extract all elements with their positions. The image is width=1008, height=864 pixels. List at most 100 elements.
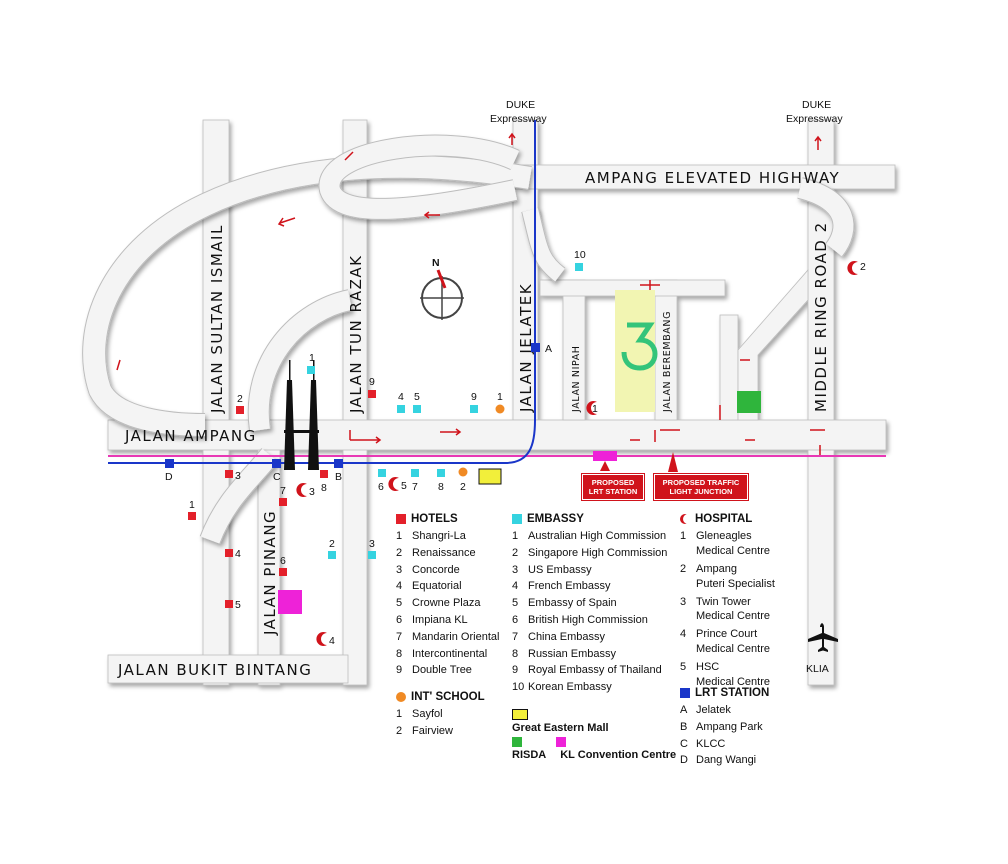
svg-text:9: 9 xyxy=(369,376,375,388)
traffic-notice-pointer xyxy=(668,452,678,472)
hospital-legend-icon xyxy=(680,514,690,524)
proposed-traffic-notice: PROPOSED TRAFFIC LIGHT JUNCTION xyxy=(653,473,749,501)
embassy-numbers: 1 2 3 4 5 6 7 8 9 10 xyxy=(309,249,586,550)
label-ampang-elevated-highway: AMPANG ELEVATED HIGHWAY xyxy=(585,169,840,187)
lrt-line xyxy=(108,120,536,464)
svg-text:2: 2 xyxy=(237,393,243,405)
school-number-2: 2 xyxy=(460,481,466,493)
mall-legend-icon xyxy=(512,709,528,720)
school-marker-1 xyxy=(495,404,505,414)
school-marker-2 xyxy=(458,467,468,477)
label-jalan-jelatek: JALAN JELATEK xyxy=(517,283,535,413)
hospital-markers xyxy=(296,261,858,647)
convention-legend-icon xyxy=(556,736,566,747)
label-jalan-bukit-bintang: JALAN BUKIT BINTANG xyxy=(117,661,312,679)
highway-loops xyxy=(82,134,855,545)
svg-text:1: 1 xyxy=(309,352,315,364)
svg-text:6: 6 xyxy=(280,555,286,567)
lrt-notice-pointer xyxy=(600,461,610,471)
airplane-icon xyxy=(808,623,838,652)
svg-text:7: 7 xyxy=(280,485,286,497)
lrt-label-d: D xyxy=(165,471,173,483)
duke-label-1: DUKE xyxy=(506,99,535,111)
site-logo xyxy=(621,322,658,371)
proposed-lrt-station-notice: PROPOSED LRT STATION xyxy=(581,473,645,501)
label-jalan-sultan-ismail: JALAN SULTAN ISMAIL xyxy=(208,224,226,414)
duke-label-2b: Expressway xyxy=(786,113,843,125)
hospital-numbers: 1 2 3 4 5 xyxy=(309,261,866,647)
label-jalan-tun-razak: JALAN TUN RAZAK xyxy=(347,255,365,414)
svg-text:3: 3 xyxy=(235,470,241,482)
twin-towers-icon xyxy=(284,360,319,470)
label-middle-ring-road-2: MIDDLE RING ROAD 2 xyxy=(812,221,830,412)
kl-convention-centre-marker xyxy=(278,590,302,614)
duke-label-2: DUKE xyxy=(802,99,831,111)
embassy-legend-icon xyxy=(512,514,522,524)
svg-text:1: 1 xyxy=(592,403,598,415)
svg-text:5: 5 xyxy=(401,480,407,492)
svg-text:10: 10 xyxy=(574,249,586,261)
road-jalan-ampang xyxy=(107,419,887,451)
school-number-1: 1 xyxy=(497,391,503,403)
svg-text:4: 4 xyxy=(329,635,335,647)
svg-text:5: 5 xyxy=(414,391,420,403)
road-connector-east xyxy=(719,314,739,421)
hotel-legend-icon xyxy=(396,514,406,524)
label-jalan-berembang: JALAN BEREMBANG xyxy=(662,311,673,413)
lrt-markers xyxy=(165,343,540,468)
risda-legend-icon xyxy=(512,736,522,747)
duke-label-1b: Expressway xyxy=(490,113,547,125)
lrt-label-c: C xyxy=(273,471,281,483)
svg-text:2: 2 xyxy=(329,538,335,550)
lrt-label-b: B xyxy=(335,471,342,483)
svg-text:4: 4 xyxy=(398,391,404,403)
risda-marker xyxy=(737,391,761,413)
svg-text:3: 3 xyxy=(309,486,315,498)
svg-text:5: 5 xyxy=(235,599,241,611)
road-jalan-bukit-bintang xyxy=(107,654,349,684)
svg-text:8: 8 xyxy=(438,481,444,493)
svg-text:8: 8 xyxy=(321,482,327,494)
label-jalan-nipah: JALAN NIPAH xyxy=(571,345,582,413)
proposed-lrt-station-marker xyxy=(593,451,617,461)
hotel-markers xyxy=(188,390,376,608)
svg-text:3: 3 xyxy=(369,538,375,550)
klia-label: KLIA xyxy=(806,663,829,675)
svg-text:2: 2 xyxy=(860,261,866,273)
development-site xyxy=(615,290,655,412)
svg-text:7: 7 xyxy=(412,481,418,493)
